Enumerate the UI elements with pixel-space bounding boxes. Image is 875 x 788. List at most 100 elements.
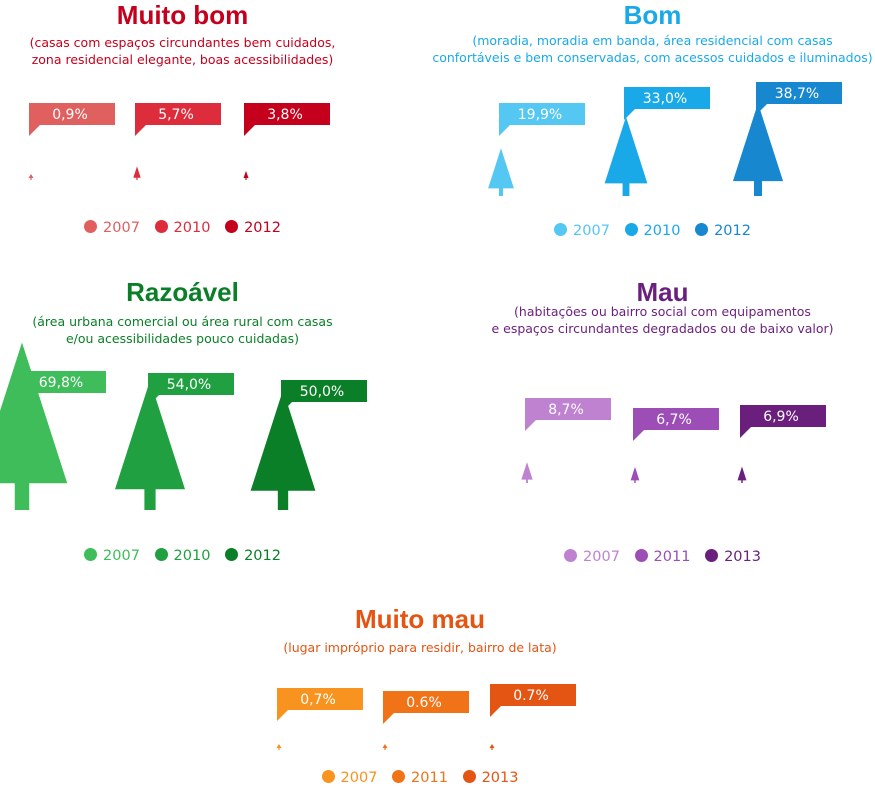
- tree-bar-crown: [488, 148, 514, 189]
- tree-bar-trunk: [14, 482, 30, 510]
- panel-subtitle-line-1: (moradia, moradia em banda, área residen…: [472, 33, 833, 48]
- value-label: 6,7%: [656, 412, 692, 428]
- value-callout: 19,9%: [499, 103, 585, 136]
- value-callout-box: [148, 373, 234, 395]
- tree-bar-trunk: [491, 747, 493, 750]
- tree-bar: [489, 744, 495, 750]
- legend-label: 2011: [653, 549, 691, 565]
- value-label: 8,7%: [548, 402, 584, 418]
- value-callout: 33,0%: [624, 87, 710, 120]
- tree-bar: [133, 166, 141, 180]
- legend-item: 2012: [225, 548, 281, 564]
- value-callout: 0,7%: [277, 688, 363, 721]
- legend: 2007 2010 2012: [0, 220, 365, 236]
- chart-muito-bom: 0,9% 5,7% 3,8%: [28, 103, 330, 180]
- tree-bar: [732, 103, 784, 196]
- value-label: 54,0%: [167, 377, 211, 393]
- value-callout-tail: [624, 108, 636, 120]
- panel-muito-mau: Muito mau (lugar impróprio para residir,…: [235, 600, 605, 788]
- legend-item: 2007: [564, 549, 620, 565]
- tree-bar: [604, 116, 648, 196]
- tree-bar-crown: [276, 744, 282, 748]
- value-label: 0,9%: [52, 107, 88, 123]
- chart-mau: 8,7% 6,7% 6,9%: [521, 398, 826, 483]
- value-callout: 6,9%: [740, 405, 826, 438]
- legend-dot: [84, 220, 98, 233]
- panel-subtitle-line-1: (habitações ou bairro social com equipam…: [514, 304, 811, 319]
- value-callout-box: [499, 103, 585, 125]
- panel-razoavel: Razoável (área urbana comercial ou área …: [0, 275, 367, 575]
- legend-label: 2010: [173, 220, 211, 236]
- tree-bar-trunk: [136, 177, 138, 180]
- value-callout-box: [383, 691, 469, 713]
- tree-bar: [630, 466, 640, 483]
- chart-muito-mau: 0,7% 0.6% 0.7%: [276, 684, 576, 750]
- value-callout: 0,9%: [29, 103, 115, 136]
- tree-bar-crown: [243, 170, 249, 178]
- value-callout: 8,7%: [525, 398, 611, 431]
- chart-bom: 19,9% 33,0% 38,7%: [488, 82, 842, 196]
- value-label: 0,7%: [300, 692, 336, 708]
- panel-subtitle-line-2: e espaços circundantes degradados ou de …: [491, 321, 834, 336]
- panel-subtitle-line-1: (lugar impróprio para residir, bairro de…: [283, 640, 557, 655]
- tree-bar-trunk: [526, 479, 528, 483]
- legend-label: 2013: [481, 770, 519, 786]
- panel-title: Muito mau: [355, 604, 485, 634]
- tree-bar-trunk: [277, 490, 289, 510]
- value-callout-tail: [29, 124, 41, 136]
- legend: 2007 2011 2013: [480, 549, 845, 565]
- legend-item: 2013: [705, 549, 761, 565]
- value-callout: 38,7%: [756, 82, 842, 115]
- legend-label: 2007: [340, 770, 378, 786]
- legend-dot: [624, 223, 638, 236]
- tree-bar-crown: [732, 103, 784, 182]
- legend-dot: [564, 549, 578, 562]
- value-label: 69,8%: [39, 375, 83, 391]
- panel-bom: Bom (moradia, moradia em banda, área res…: [430, 0, 875, 250]
- value-callout-tail: [740, 426, 752, 438]
- legend-item: 2013: [462, 770, 519, 786]
- value-callout-box: [277, 688, 363, 710]
- legend: 2007 2011 2013: [235, 770, 605, 786]
- legend-dot: [321, 770, 335, 783]
- value-callout-tail: [281, 401, 293, 413]
- tree-bar-trunk: [622, 182, 630, 196]
- value-callout: 0.7%: [490, 684, 576, 717]
- legend-item: 2011: [392, 770, 448, 786]
- legend-item: 2010: [154, 548, 210, 564]
- legend-item: 2007: [84, 220, 140, 236]
- legend-dot: [695, 223, 709, 236]
- value-callout-box: [633, 408, 719, 430]
- legend-item: 2007: [554, 223, 610, 239]
- tree-bar-crown: [489, 744, 495, 748]
- value-callout: 5,7%: [135, 103, 221, 136]
- tree-bar-trunk: [753, 180, 763, 196]
- value-callout-tail: [244, 124, 256, 136]
- value-callout-tail: [499, 124, 511, 136]
- tree-bar: [0, 342, 68, 510]
- value-callout: 0.6%: [383, 691, 469, 724]
- legend-item: 2012: [225, 220, 281, 236]
- legend-dot: [225, 220, 239, 233]
- panel-muito-bom: Muito bom (casas com espaços circundante…: [0, 0, 365, 250]
- panel-title: Razoável: [126, 277, 239, 307]
- chart-razoavel: 69,8% 54,0% 50,0%: [0, 342, 367, 510]
- legend: 2007 2010 2012: [0, 548, 365, 564]
- tree-bar-trunk: [245, 177, 247, 180]
- value-callout: 3,8%: [244, 103, 330, 136]
- tree-bar-crown: [0, 342, 68, 484]
- value-callout-tail: [277, 709, 289, 721]
- legend-item: 2007: [84, 548, 140, 564]
- value-label: 0.7%: [513, 688, 549, 704]
- value-callout-box: [490, 684, 576, 706]
- tree-bar-trunk: [144, 488, 156, 510]
- tree-bar: [243, 170, 249, 180]
- legend-label: 2010: [643, 223, 681, 239]
- value-label: 50,0%: [300, 384, 344, 400]
- value-callout-tail: [490, 705, 502, 717]
- value-label: 33,0%: [643, 91, 687, 107]
- panel-subtitle-line-2: zona residencial elegante, boas acessibi…: [31, 52, 334, 67]
- value-label: 0.6%: [406, 695, 442, 711]
- legend-item: 2010: [154, 220, 211, 236]
- legend-label: 2012: [244, 548, 281, 564]
